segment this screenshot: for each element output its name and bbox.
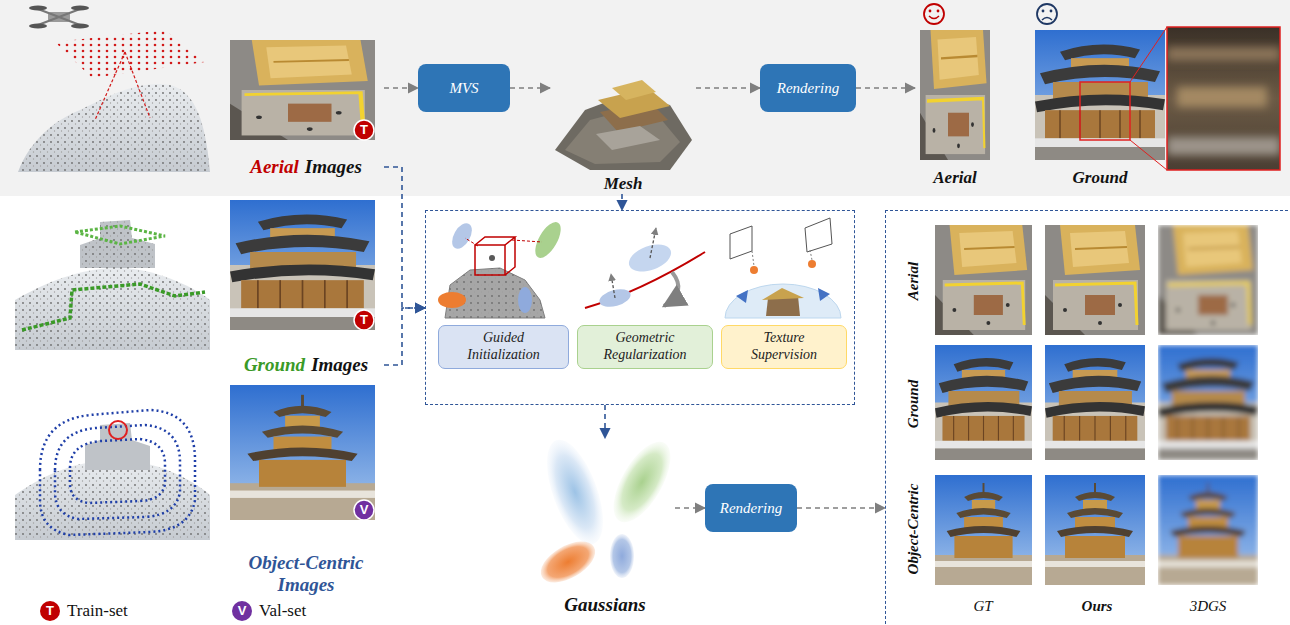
- legend-swatch: T: [40, 601, 60, 621]
- ground-point-cloud: [15, 220, 210, 350]
- column-label: Ours: [1082, 598, 1113, 615]
- caption: Object-CentricImages: [228, 552, 384, 596]
- caption-text: Ground: [1073, 168, 1128, 188]
- gaussians-figure: Gaussians: [535, 438, 675, 616]
- flow-arrow: [384, 308, 425, 365]
- caption: Aerial: [915, 168, 995, 188]
- flow-arrow: [675, 507, 705, 509]
- process-box: Rendering: [760, 64, 856, 112]
- caption-text: Images: [278, 574, 335, 596]
- box-label: Rendering: [720, 500, 782, 517]
- legend-text: Val-set: [259, 601, 306, 621]
- image-group: Aerial Images: [228, 36, 384, 178]
- box-label: Texture Supervision: [730, 330, 838, 364]
- legend-item: V Val-set: [232, 600, 306, 622]
- caption-text: Object-Centric: [248, 552, 363, 574]
- process-box: Rendering: [705, 484, 797, 532]
- method-box: Geometric Regularization: [577, 325, 713, 369]
- flow-arrow: [856, 87, 915, 89]
- method-box: Texture Supervision: [721, 325, 847, 369]
- rendered-results: [920, 4, 1280, 170]
- top-band: [0, 0, 1290, 196]
- caption-text: Images: [311, 354, 368, 376]
- row-label: Ground: [905, 380, 922, 428]
- flow-arrow: [696, 87, 760, 89]
- row-label: Aerial: [905, 262, 922, 300]
- comparison-thumbnails: [935, 225, 1258, 585]
- result-image: Ground: [1030, 26, 1170, 188]
- geometric-regularization-icon: [585, 228, 705, 310]
- legend-swatch: V: [232, 601, 252, 621]
- method-panel: Guided Initialization Geometric Regulariz…: [425, 210, 855, 405]
- box-label: Geometric Regularization: [586, 330, 704, 364]
- legend-item: T Train-set: [40, 600, 128, 622]
- object-photo: [230, 385, 375, 520]
- badge-letter: T: [40, 601, 60, 621]
- caption: Mesh: [550, 174, 696, 194]
- flow-arrow: [384, 87, 418, 89]
- row-label: Object-Centric: [905, 484, 922, 575]
- texture-supervision-icon: [725, 218, 841, 318]
- comparison-panel: AerialGroundObject-CentricGT Ours 3DGS: [885, 210, 1288, 624]
- box-label: MVS: [449, 80, 478, 97]
- flow-arrow: [510, 87, 550, 89]
- box-label: Rendering: [777, 80, 839, 97]
- method-box: Guided Initialization: [438, 325, 569, 369]
- caption-text: Mesh: [604, 174, 643, 194]
- result-image: Aerial: [915, 26, 995, 188]
- mesh-figure: Mesh: [550, 50, 696, 194]
- caption: Gaussians: [535, 594, 675, 616]
- object-point-cloud: [15, 410, 210, 540]
- flow-arrow: [604, 405, 606, 438]
- legend-text: Train-set: [67, 601, 128, 621]
- badge-letter: T: [354, 120, 374, 140]
- drone-point-cloud: [18, 6, 210, 173]
- caption-text: Images: [305, 156, 362, 178]
- caption: Ground: [1030, 168, 1170, 188]
- column-label: 3DGS: [1190, 598, 1227, 615]
- column-label: GT: [973, 598, 992, 615]
- caption-text: Ground: [244, 354, 305, 376]
- caption-text: Gaussians: [564, 594, 645, 616]
- image-group: Object-CentricImages: [228, 382, 384, 596]
- gaussians-figure: [534, 433, 682, 591]
- caption-text: Aerial: [250, 156, 299, 178]
- mesh-figure: [555, 80, 692, 170]
- guided-initialization-icon: [438, 218, 566, 318]
- flow-arrow: [621, 194, 623, 210]
- aerial-photo: [230, 40, 375, 140]
- caption: Aerial Images: [228, 156, 384, 178]
- flow-arrow: [384, 167, 425, 308]
- badge-letter: V: [354, 500, 374, 520]
- ground-photo: [230, 200, 375, 330]
- caption: Ground Images: [228, 354, 384, 376]
- badge-letter: V: [232, 601, 252, 621]
- caption-text: Aerial: [933, 168, 976, 188]
- process-box: MVS: [418, 64, 510, 112]
- badge-letter: T: [354, 310, 374, 330]
- box-label: Guided Initialization: [447, 330, 560, 364]
- flow-arrow: [797, 507, 885, 509]
- image-group: Ground Images: [228, 198, 384, 376]
